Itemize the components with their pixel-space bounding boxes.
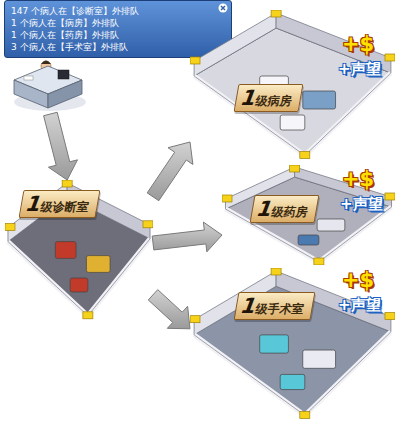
fame-bonus: +声望 [338, 60, 381, 79]
room-furniture [303, 91, 336, 109]
flow-arrow [147, 142, 193, 201]
clerk-hair [41, 61, 51, 65]
room-furniture [280, 115, 305, 130]
room-corner-post [271, 268, 281, 275]
close-circle [219, 4, 228, 13]
room-corner-post [385, 193, 395, 200]
room-label: 1级手术室 [234, 292, 316, 320]
room-corner-post [83, 312, 93, 319]
desk-monitor [58, 70, 69, 79]
flow-arrow [44, 112, 78, 180]
room-label: 1级病房 [234, 84, 304, 112]
room-rim-edge [194, 332, 391, 416]
room-corner-post [143, 221, 153, 228]
room-label: 1级诊断室 [19, 190, 101, 218]
room-furniture [280, 374, 305, 389]
room-furniture [303, 350, 336, 368]
queue-message: 1 个病人在【药房】外排队 [11, 29, 225, 41]
fame-bonus: +声望 [340, 195, 383, 214]
desk-front-right [48, 80, 82, 108]
room-furniture [298, 235, 319, 245]
room-rim [194, 332, 391, 416]
room-corner-post [190, 57, 200, 64]
room-box: 1级诊断室 [5, 180, 153, 320]
close-icon [218, 3, 228, 13]
money-bonus: +$ [342, 268, 374, 292]
room-box: 1级药房 +$ +声望 [222, 165, 395, 265]
reception-desk [8, 56, 98, 114]
room-corner-post [290, 165, 300, 172]
room-corner-post [300, 152, 310, 159]
room-rim [194, 73, 391, 156]
flow-arrow [152, 222, 222, 252]
money-bonus: +$ [342, 32, 374, 56]
room-rim-edge [194, 73, 391, 156]
money-bonus: +$ [342, 167, 374, 191]
room-corner-post [314, 258, 324, 265]
room-corner-post [5, 224, 15, 231]
room-box: 1级病房 +$ +声望 [190, 10, 395, 160]
fame-bonus: +声望 [338, 296, 381, 315]
room-corner-post [62, 180, 72, 187]
room-box: 1级手术室 +$ +声望 [190, 268, 395, 420]
room-rim [8, 239, 150, 316]
flow-arrow [148, 290, 190, 329]
queue-message: 1 个病人在【病房】外排队 [11, 17, 225, 29]
room-furniture [70, 278, 88, 292]
room-wall [194, 13, 276, 76]
notice-panel: 147 个病人在【诊断室】外排队1 个病人在【病房】外排队1 个病人在【药房】外… [4, 0, 232, 58]
room-corner-post [271, 10, 281, 17]
room-furniture [55, 242, 76, 259]
room-rim-edge [8, 239, 150, 316]
room-corner-post [190, 316, 200, 323]
room-label: 1级药房 [250, 195, 320, 223]
room-furniture [317, 219, 345, 231]
desk-papers [24, 76, 33, 80]
room-corner-post [385, 313, 395, 320]
room-furniture [260, 335, 289, 353]
desk-front-left [14, 80, 48, 108]
room-furniture [86, 256, 110, 273]
queue-message: 3 个病人在【手术室】外排队 [11, 41, 225, 53]
room-corner-post [385, 54, 395, 61]
room-corner-post [222, 195, 232, 202]
queue-message: 147 个病人在【诊断室】外排队 [11, 5, 225, 17]
room-corner-post [300, 411, 310, 418]
close-cross [221, 6, 225, 10]
